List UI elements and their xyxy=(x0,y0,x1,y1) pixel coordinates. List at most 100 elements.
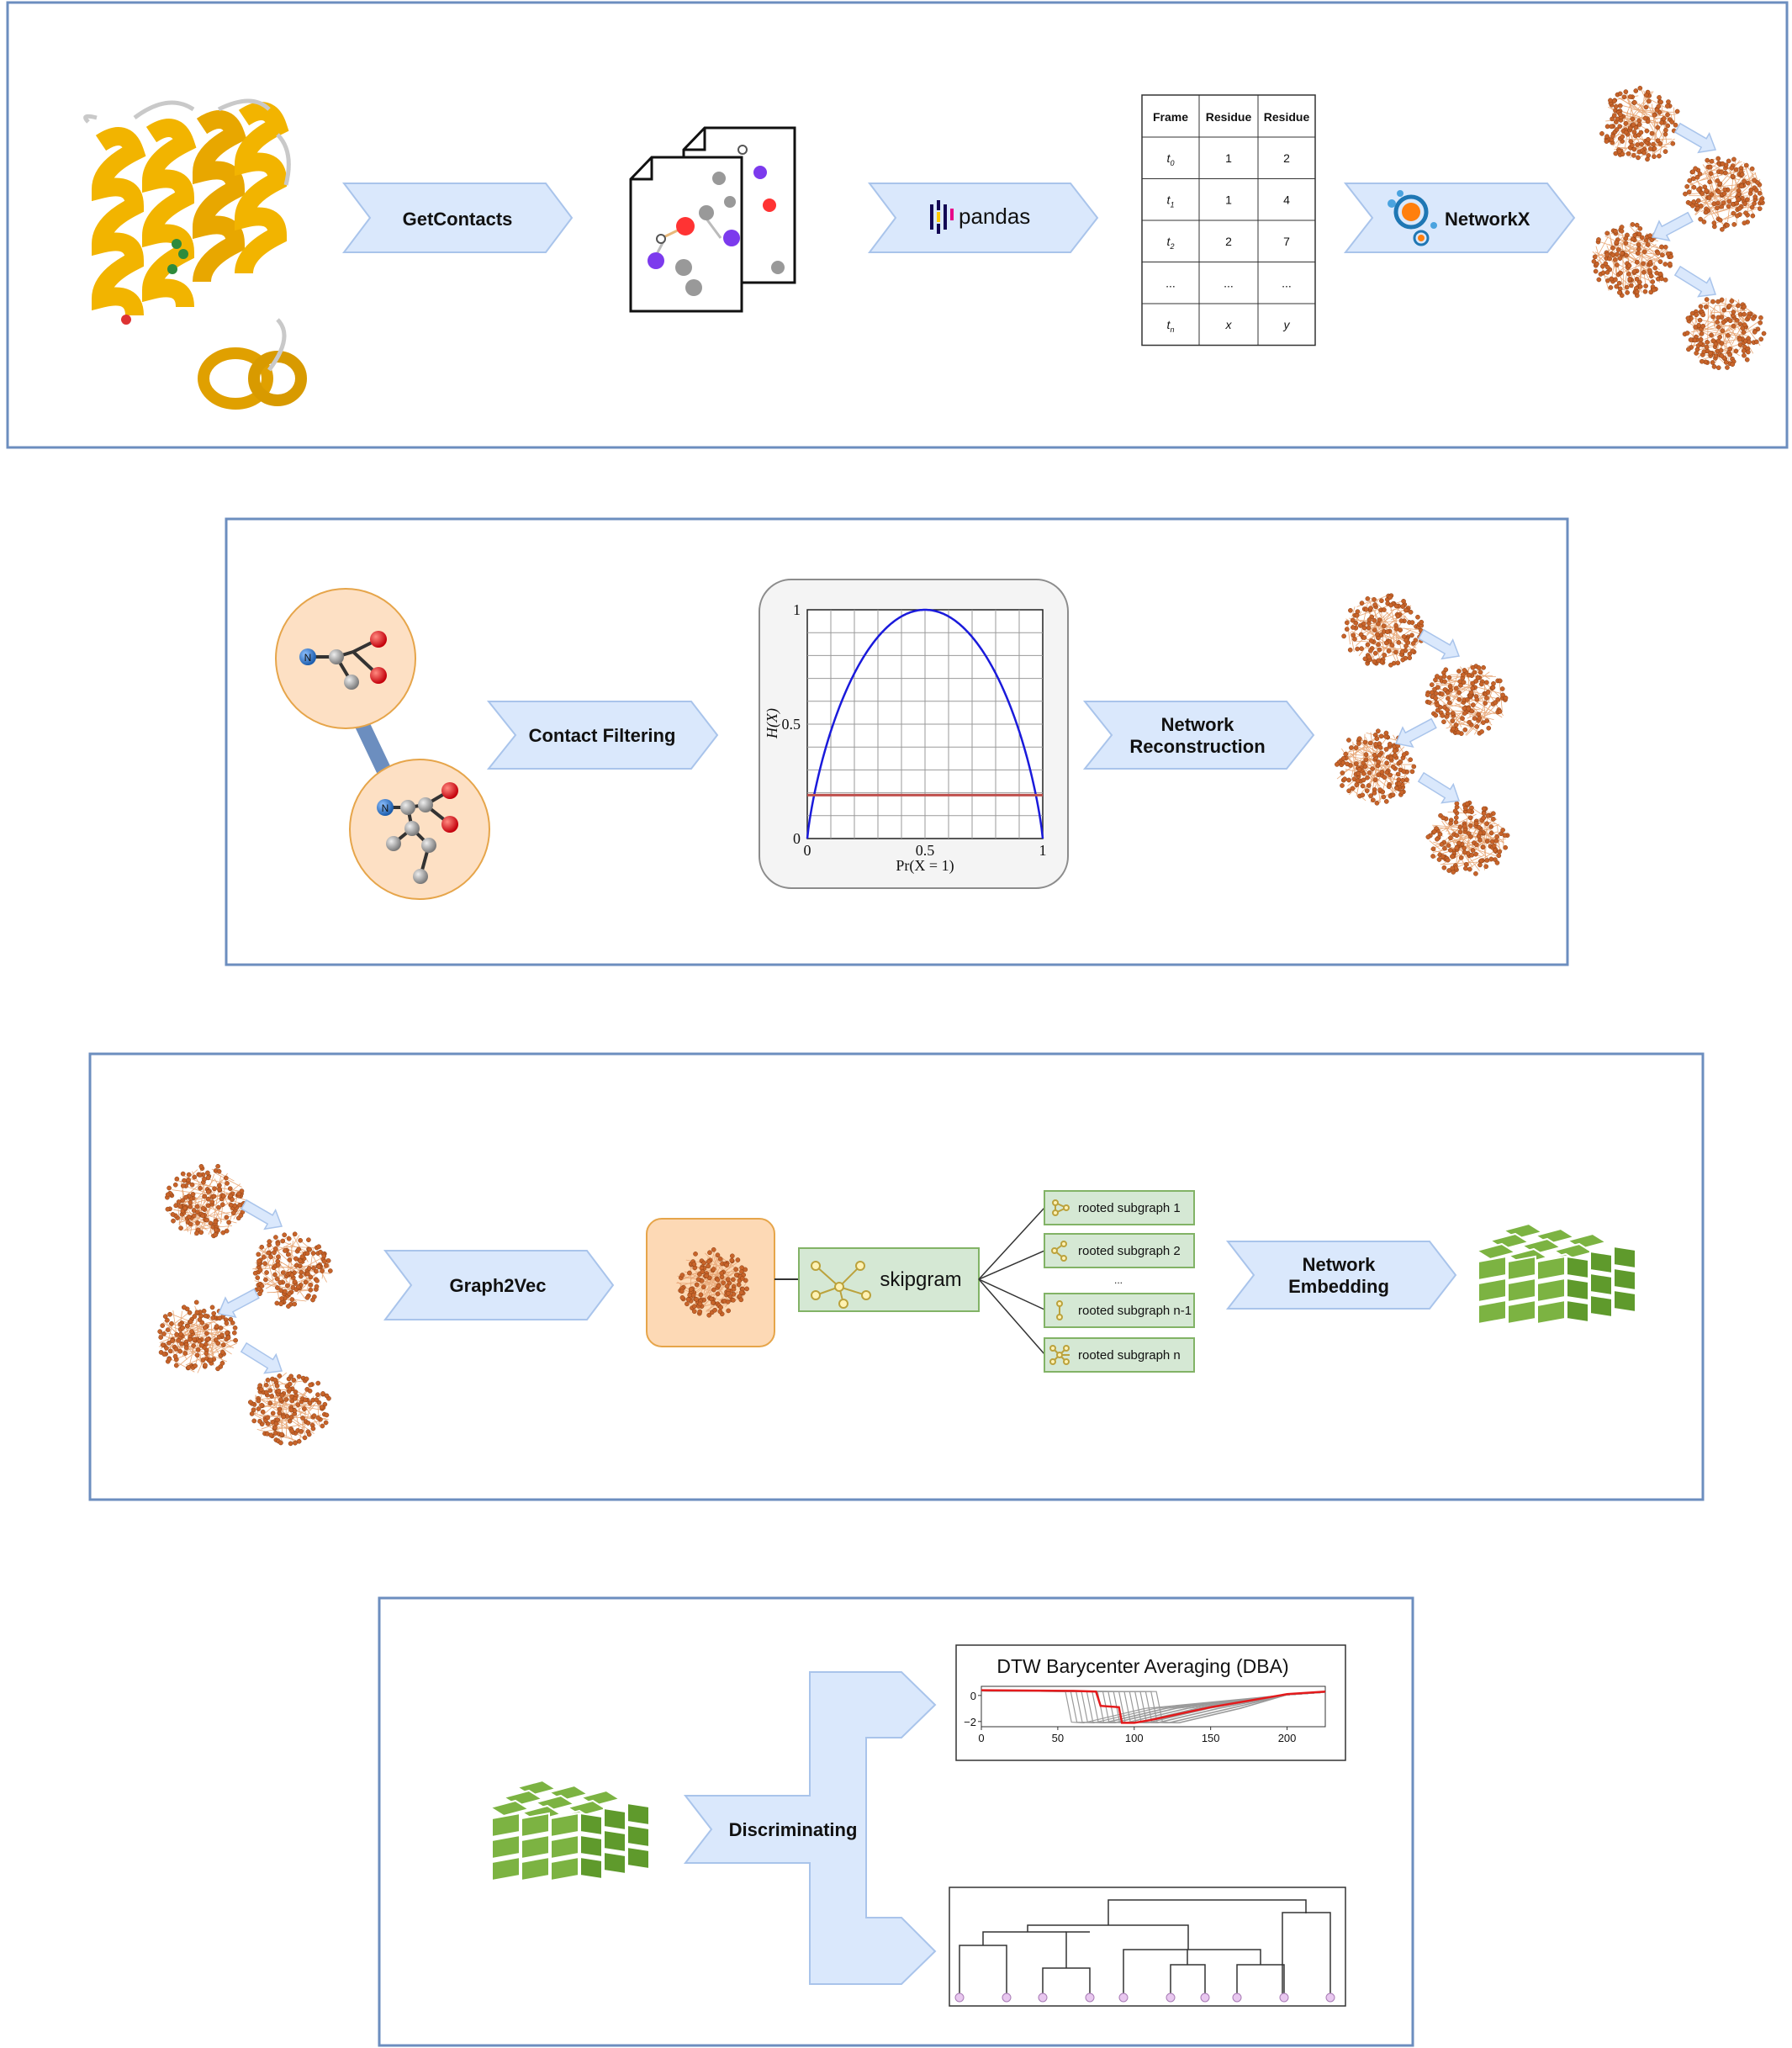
skipgram-label: skipgram xyxy=(880,1268,961,1291)
table-header: Residue xyxy=(1206,110,1252,124)
table-cell: ... xyxy=(1224,276,1234,289)
table-cell: t0 xyxy=(1167,151,1175,167)
discriminating-arrow: Discriminating xyxy=(683,1671,937,1985)
subgraph-n-label: rooted subgraph n xyxy=(1078,1348,1181,1363)
table-cell: y xyxy=(1283,318,1291,331)
dendrogram-leaf xyxy=(1085,1992,1095,2003)
table-header: Frame xyxy=(1153,110,1188,124)
dba-ytick: −2 xyxy=(964,1716,976,1728)
discriminating-label: Discriminating xyxy=(729,1819,858,1840)
graph2vec-arrow: Graph2Vec xyxy=(383,1250,615,1320)
panel-3: Graph2Vec skipgram xyxy=(88,1052,1705,1501)
dendrogram-links xyxy=(959,1899,1331,1996)
table-cell: ... xyxy=(1166,276,1176,289)
residue-contact-icon: N N xyxy=(275,588,490,900)
contacts-table: Frame Residue Residue t0 1 2 t1 1 4 t2 2 7.........… xyxy=(1141,94,1316,347)
embedding-cube-icon-2 xyxy=(488,1779,650,1882)
subgraph-n-1-icon xyxy=(1056,1300,1063,1320)
table-cell: 4 xyxy=(1283,193,1290,206)
entropy-curve xyxy=(806,608,1044,839)
subgraph-item-1: rooted subgraph 1 xyxy=(1044,1190,1195,1225)
contact-filtering-arrow: Contact Filtering xyxy=(486,701,719,770)
getcontacts-arrow: GetContacts xyxy=(341,183,574,253)
nitrogen-label-1: N xyxy=(304,652,312,664)
dba-plot-area xyxy=(981,1685,1326,1728)
table-header: Residue xyxy=(1264,110,1310,124)
networkx-label: NetworkX xyxy=(1445,209,1530,230)
entropy-ytick: 1 xyxy=(793,601,801,618)
table-cell: t1 xyxy=(1167,193,1175,209)
table-cell: t2 xyxy=(1167,235,1175,251)
dba-ytick: 0 xyxy=(970,1690,976,1702)
protein-structure-icon xyxy=(83,98,307,410)
table-cell: ... xyxy=(1282,276,1292,289)
dendrogram-leaf xyxy=(1118,1992,1129,2003)
panel-3-border xyxy=(88,1052,1705,1501)
network-snapshots-3 xyxy=(157,1163,333,1447)
embedding-cube-icon-1 xyxy=(1474,1222,1636,1326)
dba-barycenter-series xyxy=(981,1689,1326,1724)
entropy-xtick: 1 xyxy=(1039,842,1047,859)
entropy-xlabel: Pr(X = 1) xyxy=(896,857,954,875)
networkx-arrow: NetworkX xyxy=(1343,183,1576,253)
dendrogram-leaf xyxy=(1002,1992,1012,2003)
subgraph-n-icon xyxy=(1049,1345,1070,1365)
table-cell: 7 xyxy=(1283,235,1290,248)
dba-xtick: 0 xyxy=(978,1732,984,1744)
pandas-label: pandas xyxy=(959,204,1030,229)
dba-xtick: 150 xyxy=(1202,1732,1220,1744)
dendrogram-frame xyxy=(949,1887,1346,2007)
subgraph-item-n-1: rooted subgraph n-1 xyxy=(1044,1293,1195,1328)
dba-chart-title: DTW Barycenter Averaging (DBA) xyxy=(996,1655,1288,1677)
panel-4: Discriminating DTW Barycenter Averaging … xyxy=(378,1596,1414,2047)
subgraph-2-label: rooted subgraph 2 xyxy=(1078,1244,1181,1258)
entropy-ytick: 0.5 xyxy=(782,716,801,733)
network-embedding-line1: Network xyxy=(1303,1254,1377,1275)
dendrogram-leaf xyxy=(954,1992,965,2003)
subgraph-n-1-label: rooted subgraph n-1 xyxy=(1078,1304,1192,1318)
graph-node-box xyxy=(646,1218,775,1347)
network-embedding-arrow: Network Embedding xyxy=(1225,1241,1457,1310)
dendrogram-leaf xyxy=(1232,1992,1242,2003)
network-reconstruction-line1: Network xyxy=(1161,714,1235,735)
dba-chart-frame xyxy=(955,1644,1346,1761)
subgraph-item-2: rooted subgraph 2 xyxy=(1044,1233,1195,1268)
dendrogram-leaf xyxy=(1325,1992,1335,2003)
table-cell: 1 xyxy=(1225,151,1232,165)
dba-xtick: 100 xyxy=(1125,1732,1144,1744)
table-cell: 2 xyxy=(1225,235,1232,248)
dendrogram-leaf xyxy=(1166,1992,1176,2003)
dendrogram-leaf xyxy=(1038,1992,1048,2003)
dendrogram-chart xyxy=(949,1887,1346,2007)
dba-xtick: 50 xyxy=(1052,1732,1064,1744)
skipgram-graph-icon xyxy=(811,1261,871,1309)
contact-files-icon xyxy=(629,126,796,313)
getcontacts-label: GetContacts xyxy=(403,209,513,230)
subgraph-1-icon xyxy=(1052,1199,1070,1216)
graph2vec-label: Graph2Vec xyxy=(450,1275,547,1296)
nitrogen-label-2: N xyxy=(382,802,389,814)
table-cell: 1 xyxy=(1225,193,1232,206)
entropy-ylabel: H(X) xyxy=(764,708,781,739)
subgraph-2-icon xyxy=(1051,1241,1067,1262)
pandas-arrow: pandas xyxy=(867,183,1099,253)
skipgram-box: skipgram xyxy=(798,1247,980,1312)
dendrogram-leaf xyxy=(1200,1992,1210,2003)
subgraph-item-n: rooted subgraph n xyxy=(1044,1337,1195,1373)
dba-xtick: 200 xyxy=(1278,1732,1297,1744)
subgraph-ellipsis: ... xyxy=(1114,1274,1123,1286)
entropy-xtick: 0.5 xyxy=(916,842,935,859)
dendrogram-leaf xyxy=(1279,1992,1289,2003)
network-reconstruction-line2: Reconstruction xyxy=(1129,736,1265,757)
table-cell: 2 xyxy=(1283,151,1290,165)
network-embedding-line2: Embedding xyxy=(1288,1276,1389,1297)
subgraph-1-label: rooted subgraph 1 xyxy=(1078,1201,1181,1215)
entropy-ytick: 0 xyxy=(793,830,801,847)
table-cell: x xyxy=(1225,318,1233,331)
table-cell: tn xyxy=(1167,318,1175,334)
networkx-logo-icon xyxy=(1388,190,1437,246)
subgraph-list: rooted subgraph 1 rooted subgraph 2 ... … xyxy=(1044,1190,1195,1373)
panel-4-border xyxy=(378,1596,1414,2047)
